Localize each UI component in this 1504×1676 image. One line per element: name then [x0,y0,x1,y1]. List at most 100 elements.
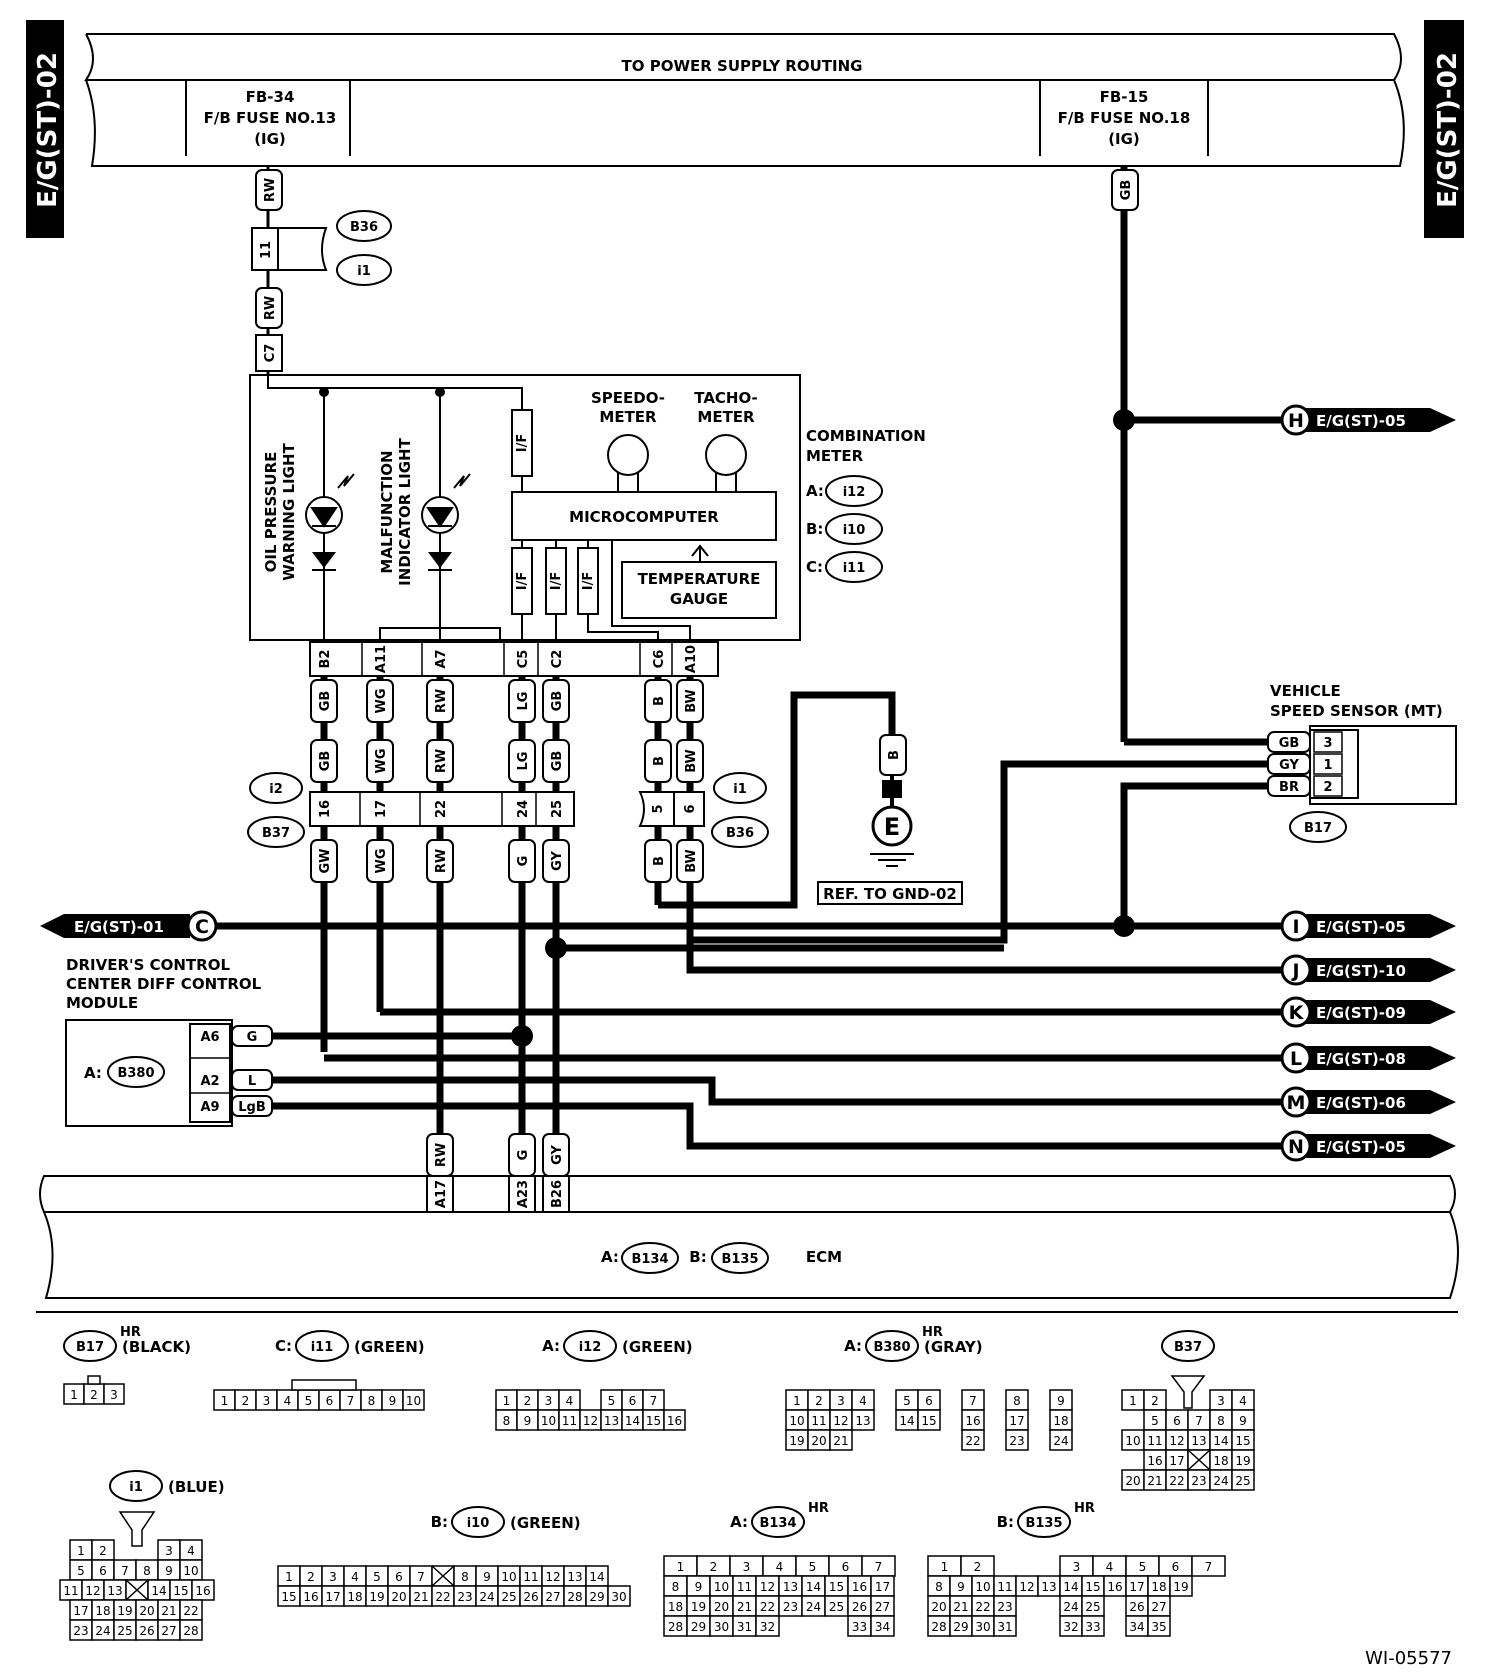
ground-symbol: E [884,813,900,841]
fuse-fb34-name: F/B FUSE NO.13 [204,109,337,127]
fv-b135-hr: HR [1074,1501,1095,1516]
tachometer-label-1: TACHO- [694,389,758,407]
fv-b134-pin-6: 6 [842,1560,850,1574]
fv-b135-pin-16: 16 [1107,1580,1122,1594]
fv-b380-pin-1: 1 [793,1394,801,1408]
wire-label-top-0: GB [318,691,333,712]
wire-label-bottom-4: GY [550,851,565,871]
fv-b135-pin-11: 11 [997,1580,1012,1594]
fv-b135-pin-20: 20 [931,1600,946,1614]
speedometer-label-2: METER [599,408,657,426]
dccd-title-1: DRIVER'S CONTROL [66,956,230,974]
malfunction-led-icon [421,473,471,571]
fv-b37-pin-24: 24 [1213,1474,1228,1488]
wire-tag-bottom [366,839,394,883]
interface-label-1: I/F [515,434,530,452]
fv-b135-pin-13: 13 [1041,1580,1056,1594]
fv-b134-pin-30: 30 [714,1620,729,1634]
wire-label-mid-0: GB [318,751,333,772]
fv-b134-pin-20: 20 [714,1600,729,1614]
b37-pin-22: 22 [434,800,449,818]
dccd-module: DRIVER'S CONTROL CENTER DIFF CONTROL MOD… [65,956,273,1127]
fv-i10-pin-8: 8 [461,1570,469,1584]
wire-tag-bottom [508,839,536,883]
fv-b134-prefix: A: [730,1513,748,1531]
ref-text-M: E/G(ST)-06 [1316,1094,1406,1112]
fv-i1-pin-10: 10 [183,1564,198,1578]
fv-i10-pin-28: 28 [567,1590,582,1604]
b37-pin-25: 25 [550,800,565,818]
fv-i10-pin-22: 22 [435,1590,450,1604]
fv-i1-pin-17: 17 [73,1604,88,1618]
fv-i1-pin-7: 7 [121,1564,129,1578]
fv-i1-pin-5: 5 [77,1564,85,1578]
combination-meter: COMBINATION METER A: i12 B: i10 C: i11 S… [249,374,926,641]
fv-b135-pin-7: 7 [1205,1560,1213,1574]
vss-wire-GY: GY [1279,758,1299,773]
oil-pressure-label-1: OIL PRESSURE [262,452,280,573]
fv-i10-pin-18: 18 [347,1590,362,1604]
fv-i12-pin-4: 4 [566,1394,574,1408]
wire-label-bottom-6: BW [684,849,699,873]
meter-pin-B2: B2 [318,650,333,669]
fv-b135-pin-23: 23 [997,1600,1012,1614]
fv-b134-pin-22: 22 [760,1600,775,1614]
fv-b380-pin-24: 24 [1053,1434,1068,1448]
meter-title-1: COMBINATION [806,427,926,445]
fv-i10-pin-7: 7 [417,1570,425,1584]
fv-b135-pin-18: 18 [1151,1580,1166,1594]
fv-b380-pin-20: 20 [811,1434,826,1448]
fv-b134-pin-14: 14 [806,1580,821,1594]
left-ref-letter: C [195,916,209,938]
fv-i12-pin-2: 2 [524,1394,532,1408]
fv-i11-id: i11 [311,1340,334,1355]
wire-label-mid-6: BW [684,749,699,773]
dccd-conn-a: A: [84,1064,102,1082]
fv-b134-pin-12: 12 [760,1580,775,1594]
fv-i10-pin-17: 17 [325,1590,340,1604]
temperature-gauge-label-2: GAUGE [670,590,728,608]
fv-b37-pin-4: 4 [1239,1394,1247,1408]
fv-b134-pin-5: 5 [809,1560,817,1574]
ecm-conn-a: A: [601,1248,619,1266]
fv-i10-pin-12: 12 [545,1570,560,1584]
meter-pin-A7: A7 [434,649,449,668]
fv-i10-pin-1: 1 [285,1570,293,1584]
fv-i12-pin-16: 16 [667,1414,682,1428]
fv-b134-pin-24: 24 [806,1600,821,1614]
fv-i1-pin-21: 21 [161,1604,176,1618]
fv-i1-pin-1: 1 [77,1544,85,1558]
fv-b134-pin-16: 16 [852,1580,867,1594]
fv-b135-id: B135 [1025,1516,1062,1531]
fuse-fb15-ig: (IG) [1108,130,1140,148]
fv-i11-pin-1: 1 [221,1394,229,1408]
fv-b135-pin-10: 10 [975,1580,990,1594]
wire-tag-rw-top: RW RW C7 [255,169,283,372]
fv-b380-pin-11: 11 [811,1414,826,1428]
fv-i10-pin-26: 26 [523,1590,538,1604]
fv-i10-note: (GREEN) [510,1514,581,1532]
fv-b37-pin-10: 10 [1125,1434,1140,1448]
ref-letter-N: N [1288,1136,1304,1158]
fv-b134-pin-32: 32 [760,1620,775,1634]
fv-b37-pin-23: 23 [1191,1474,1206,1488]
fv-b135-pin-27: 27 [1151,1600,1166,1614]
ecm-pin-A23: A23 [516,1180,531,1208]
fv-i1-pin-4: 4 [187,1544,195,1558]
b37-pin-16: 16 [318,800,333,818]
fv-i11-prefix: C: [275,1337,292,1355]
fv-i10-pin-30: 30 [611,1590,626,1604]
wire-tag-top [366,679,394,723]
fv-b37-pin-2: 2 [1151,1394,1159,1408]
wire-label-mid-5: B [652,756,667,766]
fv-i12-pin-1: 1 [503,1394,511,1408]
ecm-wire-GY: GY [550,1145,565,1165]
key-icon [118,1511,156,1547]
wire-tag-mid [310,739,338,783]
fv-b37-pin-9: 9 [1239,1414,1247,1428]
fv-b380-pin-14: 14 [899,1414,914,1428]
wire-tag-mid [426,739,454,783]
wire-label-mid-2: RW [434,749,449,773]
